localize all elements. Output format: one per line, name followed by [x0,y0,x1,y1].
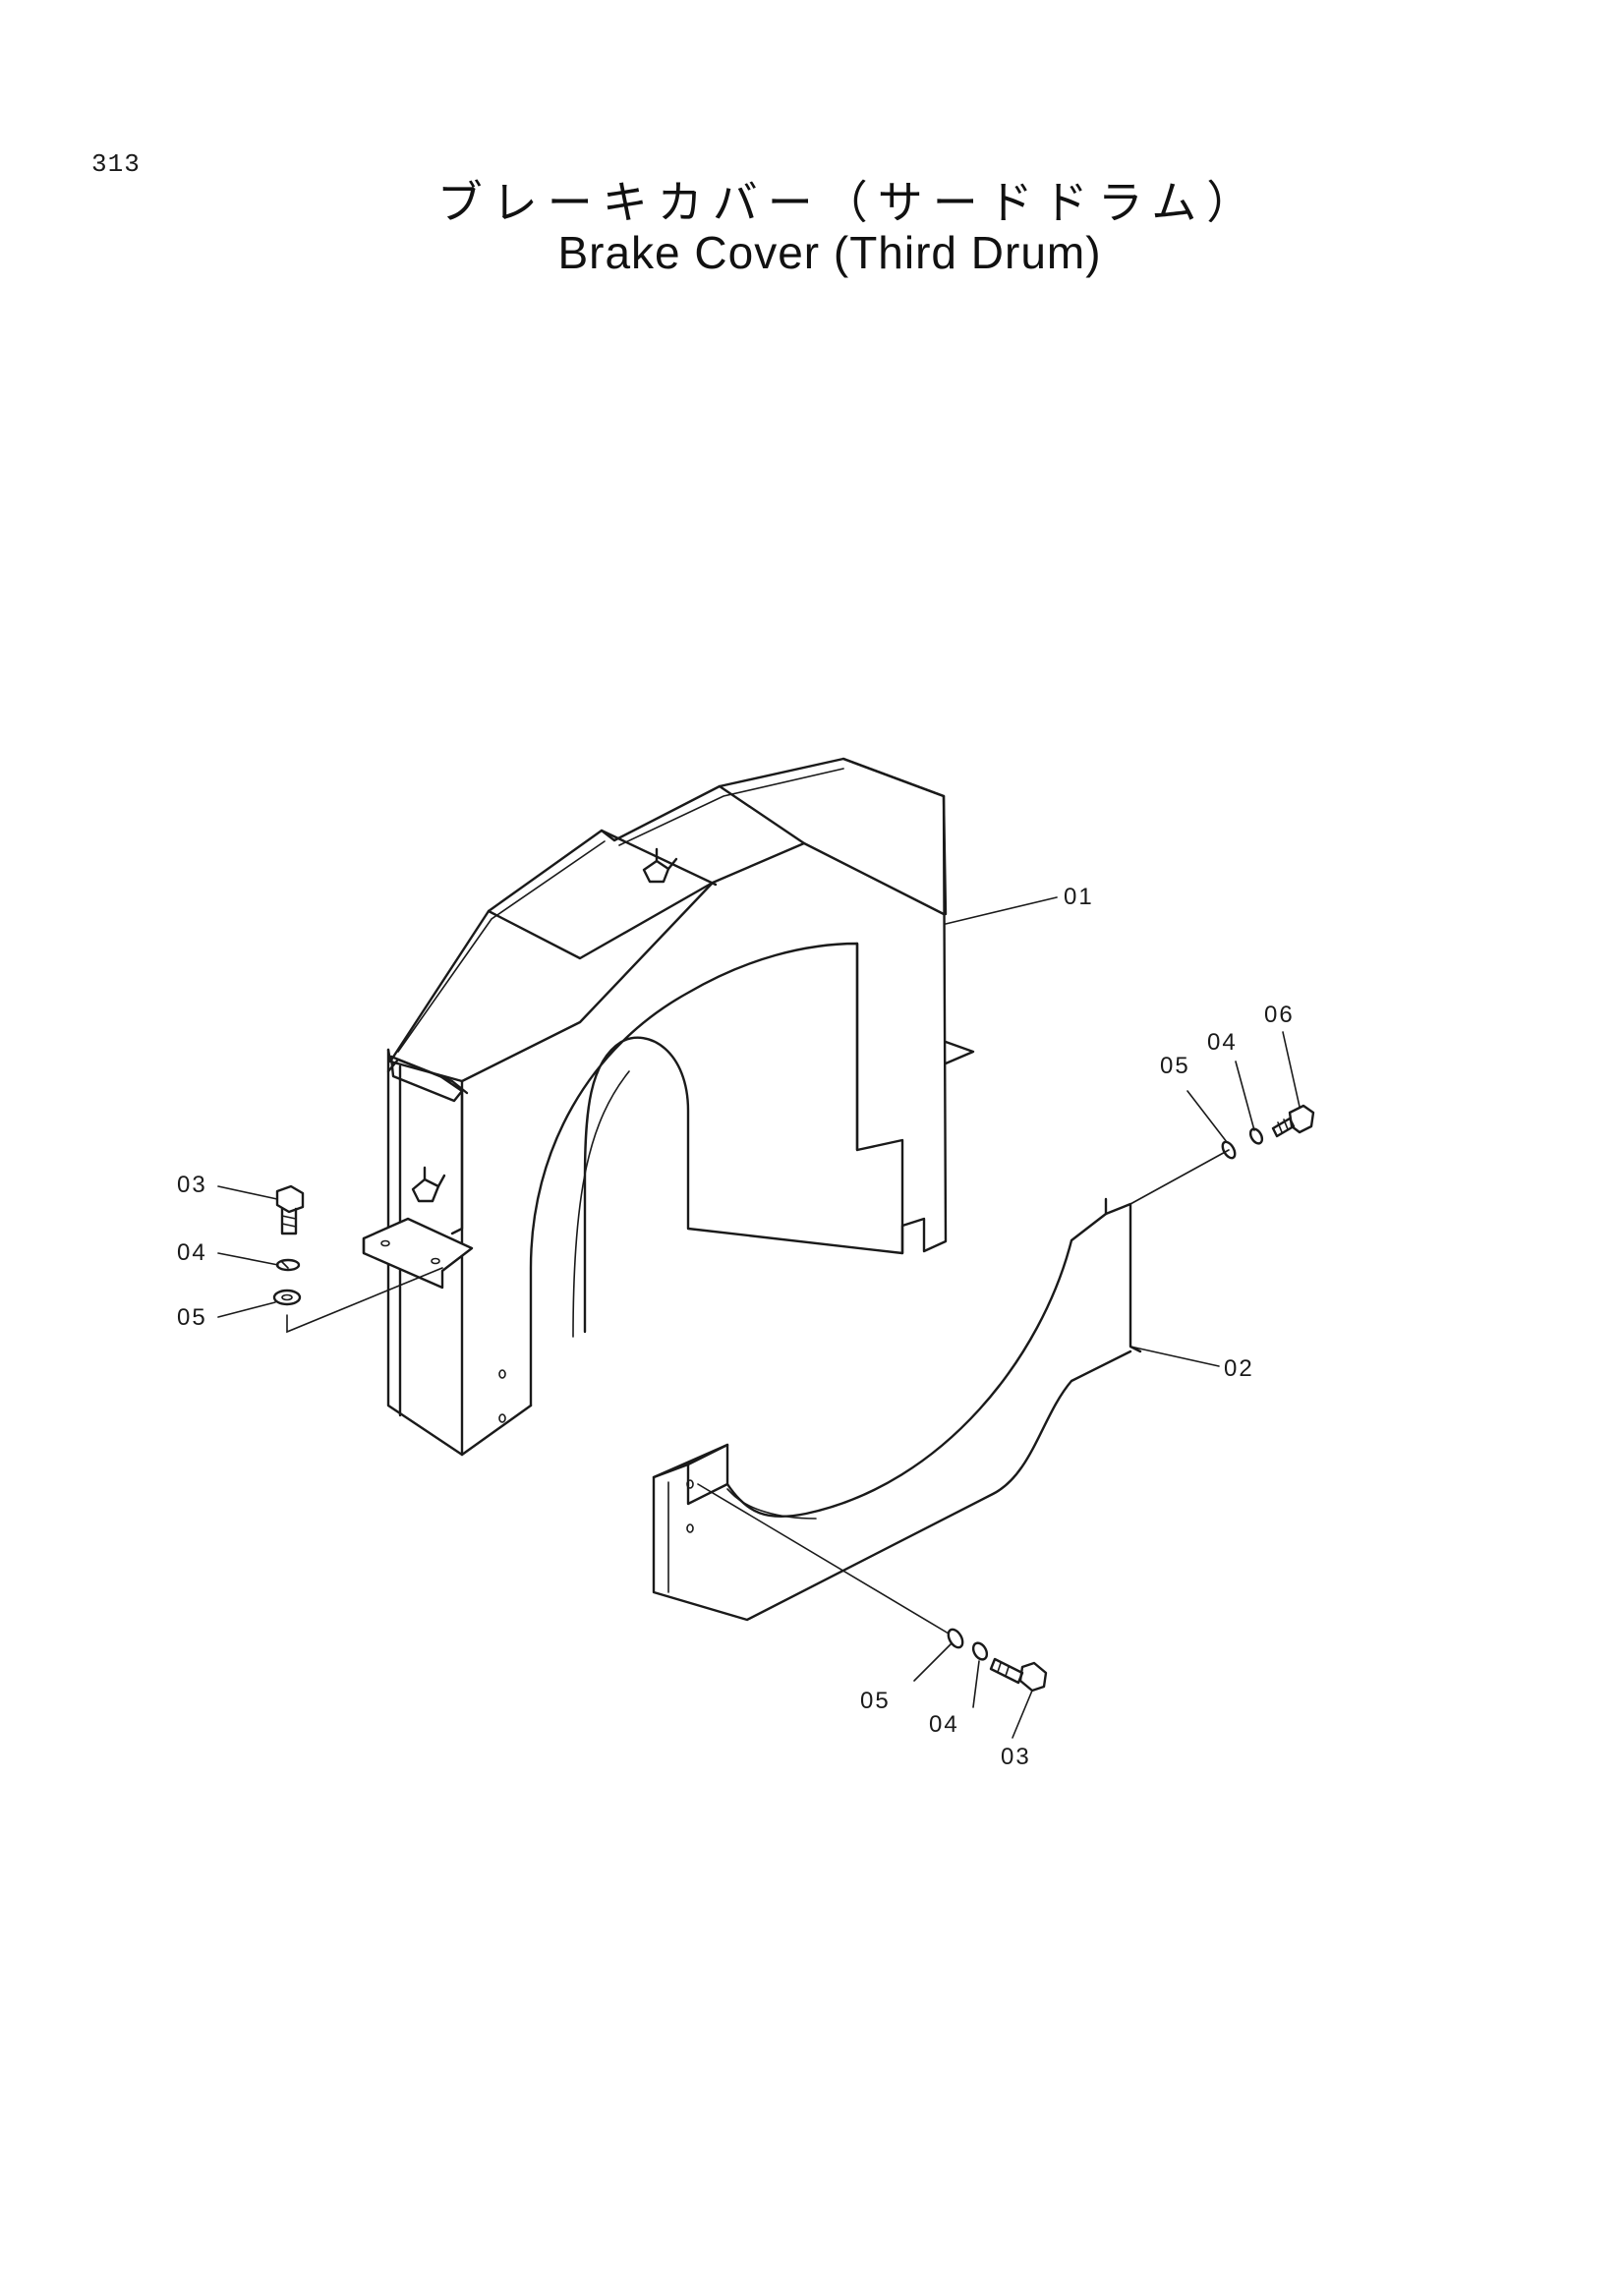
callout-labels: 01 02 03 04 05 05 04 06 05 04 03 [177,884,1295,1770]
bolt-icon [1271,1104,1315,1138]
lock-washer-icon [1248,1127,1264,1145]
flat-washer-icon [947,1628,964,1649]
title-english: Brake Cover (Third Drum) [557,227,1102,278]
page-number: 313 [91,149,141,179]
callout-05-bottom: 05 [860,1688,891,1714]
callout-03-bottom: 03 [1001,1744,1031,1770]
bolt-washer-stack-right [1129,1104,1315,1205]
wing-nut-icon [642,847,678,884]
bolt-washer-stack-bottom [697,1483,1048,1693]
flat-washer-icon [272,1289,302,1306]
callout-02: 02 [1224,1355,1254,1382]
callout-03-left: 03 [177,1172,207,1198]
bolt-icon [275,1184,305,1235]
bolt-icon [989,1657,1048,1693]
callout-05-left: 05 [177,1304,207,1331]
callout-04-right: 04 [1207,1029,1238,1056]
brake-cover-upper [362,757,975,1457]
callout-04-left: 04 [177,1239,207,1266]
callout-01: 01 [1064,884,1094,910]
callout-05-right: 05 [1160,1053,1190,1079]
title-japanese: ブレーキカバー（サードドラム） [436,176,1262,229]
lock-washer-icon [971,1641,989,1661]
callout-06-right: 06 [1264,1002,1295,1028]
lock-washer-icon [275,1258,301,1272]
callout-04-bottom: 04 [929,1711,959,1738]
wing-nut-icon [411,1166,446,1203]
leader-lines [217,896,1301,1739]
brake-cover-lower [652,1197,1142,1622]
